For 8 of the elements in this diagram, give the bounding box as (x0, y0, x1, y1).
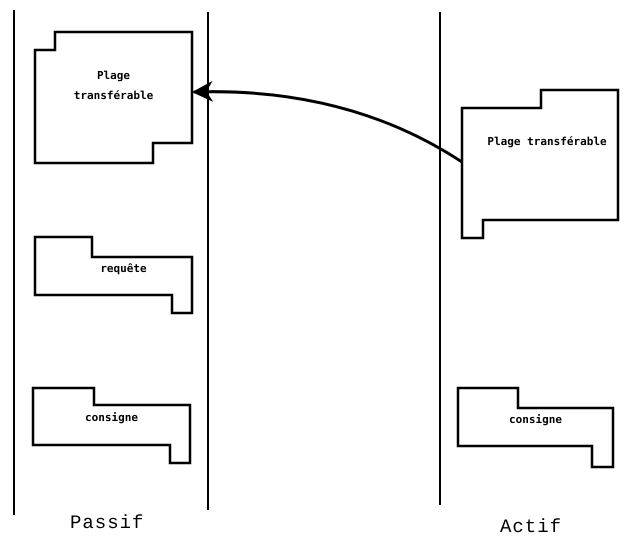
lane-label: Passif (70, 512, 144, 534)
block-label: Plage transférable (72, 68, 154, 104)
block-label: Plage transférable (486, 134, 608, 150)
block-label: consigne (84, 410, 139, 426)
block-label: consigne (508, 412, 563, 428)
arrow (192, 81, 463, 164)
lane-label: Actif (500, 516, 562, 538)
block-label: requête (99, 261, 148, 277)
